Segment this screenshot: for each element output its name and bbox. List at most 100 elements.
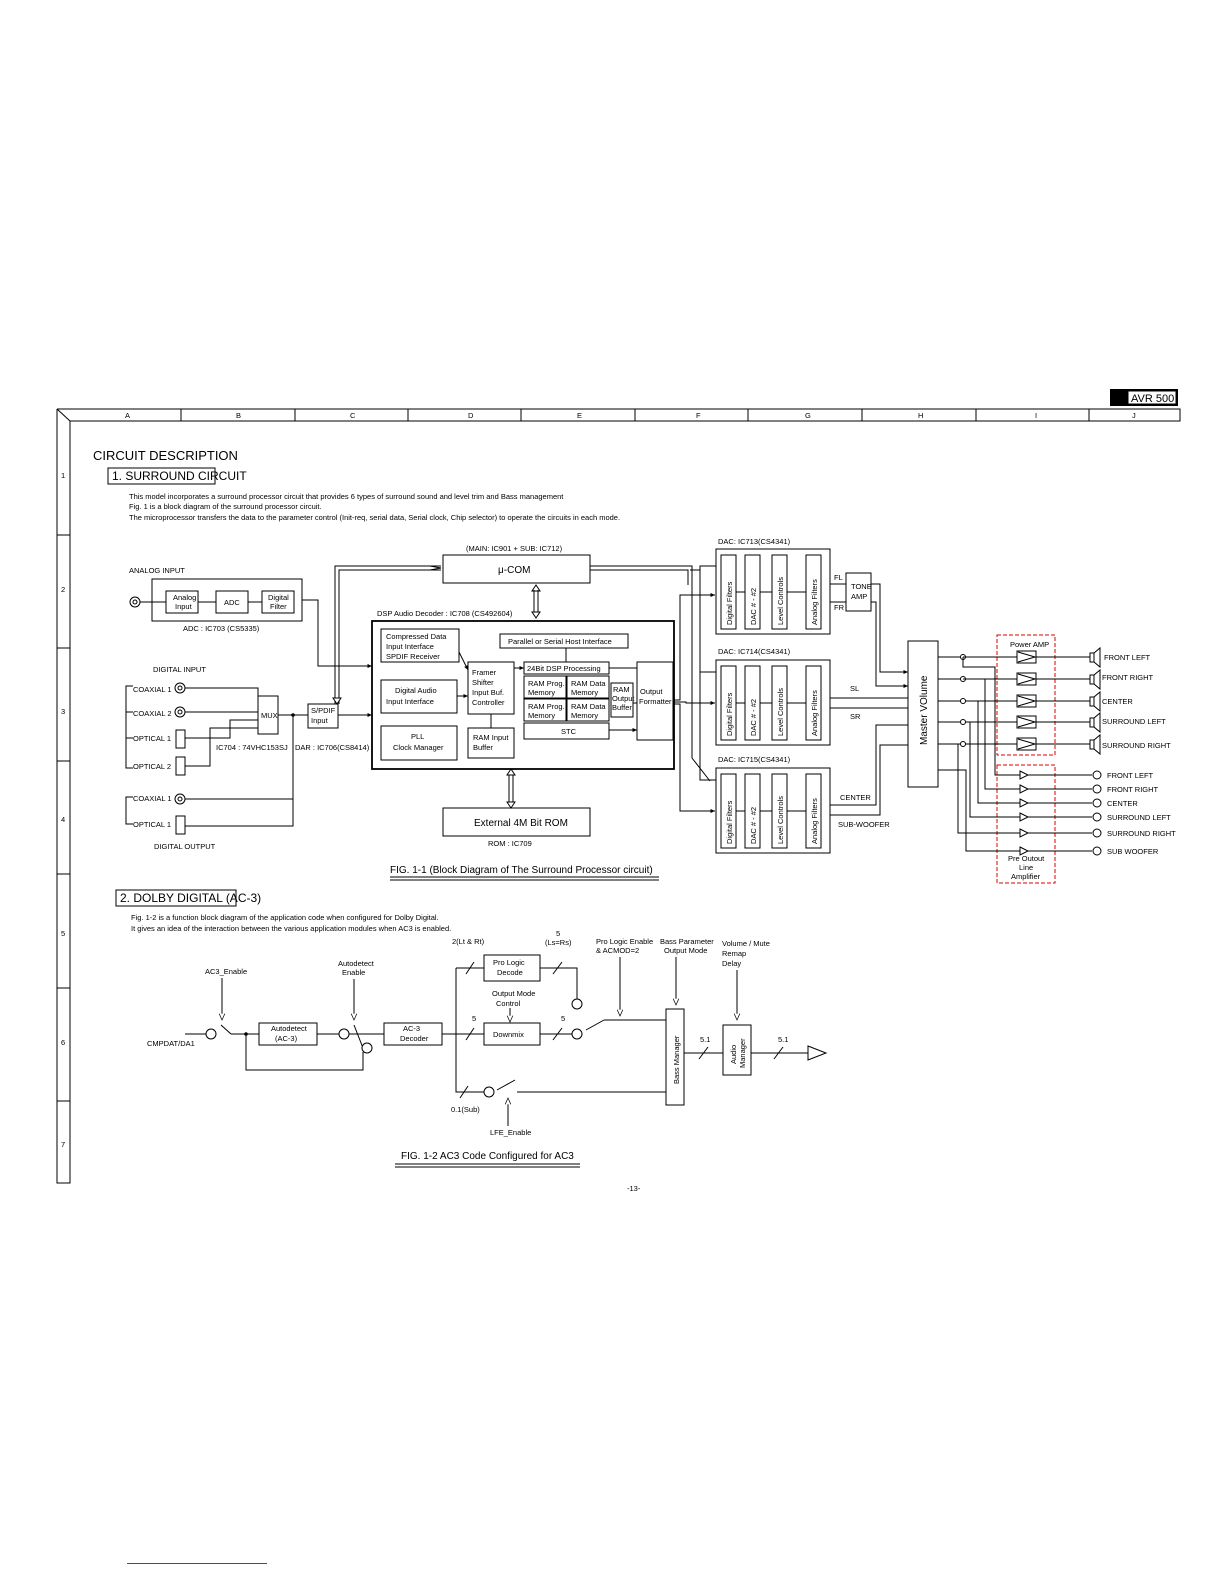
svg-text:Volume / Mute: Volume / Mute [722, 939, 770, 948]
svg-text:Input Interface: Input Interface [386, 642, 434, 651]
dac-ic713: DAC: IC713(CS4341) Digital Filters DAC #… [715, 537, 831, 635]
svg-text:(MAIN: IC901 + SUB: IC712): (MAIN: IC901 + SUB: IC712) [466, 544, 563, 553]
svg-text:SURROUND RIGHT: SURROUND RIGHT [1107, 829, 1176, 838]
col-e: E [577, 411, 582, 420]
svg-text:Analog Filters: Analog Filters [810, 579, 819, 625]
svg-text:COAXIAL 1: COAXIAL 1 [133, 685, 172, 694]
svg-text:DSP Audio Decoder : IC708 (CS4: DSP Audio Decoder : IC708 (CS492604) [377, 609, 513, 618]
svg-text:& ACMOD=2: & ACMOD=2 [596, 946, 639, 955]
svg-text:Input Interface: Input Interface [386, 697, 434, 706]
svg-text:MUX: MUX [261, 711, 278, 720]
drawing-frame: A B C D E F G H I J 1 2 3 4 5 6 7 [56, 408, 1181, 1184]
pro-logic-block [483, 954, 541, 982]
svg-text:Decode: Decode [497, 968, 523, 977]
fig1-caption: FIG. 1-1 (Block Diagram of The Surround … [390, 865, 653, 876]
s2-para-2: It gives an idea of the interaction betw… [131, 924, 451, 933]
svg-text:Memory: Memory [571, 711, 598, 720]
spdif-input-block [307, 703, 339, 729]
page-number: -13- [627, 1184, 641, 1193]
col-a: A [125, 411, 130, 420]
col-b: B [236, 411, 241, 420]
svg-text:Manager: Manager [738, 1038, 747, 1068]
svg-text:External 4M Bit ROM: External 4M Bit ROM [474, 818, 568, 829]
svg-text:Level Controls: Level Controls [776, 577, 785, 625]
svg-text:DAC # - #2: DAC # - #2 [749, 807, 758, 844]
svg-text:IC704 : 74VHC153SJ: IC704 : 74VHC153SJ [216, 743, 288, 752]
svg-text:Framer: Framer [472, 668, 497, 677]
row-4: 4 [61, 815, 65, 824]
svg-text:FR: FR [834, 603, 845, 612]
svg-text:Pro Logic Enable: Pro Logic Enable [596, 937, 653, 946]
svg-text:Memory: Memory [571, 688, 598, 697]
col-i: I [1035, 411, 1037, 420]
svg-text:Level Controls: Level Controls [776, 796, 785, 844]
pll-block [380, 725, 458, 761]
svg-text:ADC: ADC [224, 598, 240, 607]
s2-para-1: Fig. 1-2 is a function block diagram of … [131, 913, 439, 922]
svg-text:Line: Line [1019, 863, 1033, 872]
svg-text:DAC: IC714(CS4341): DAC: IC714(CS4341) [718, 647, 791, 656]
pre-out-dashed-box [996, 764, 1056, 884]
svg-text:5: 5 [556, 929, 560, 938]
svg-text:SUB-WOOFER: SUB-WOOFER [838, 820, 890, 829]
s1-para-3: The microprocessor transfers the data to… [129, 513, 620, 522]
svg-text:(AC-3): (AC-3) [275, 1034, 298, 1043]
svg-text:Pro Logic: Pro Logic [493, 958, 525, 967]
svg-text:Output Mode: Output Mode [664, 946, 707, 955]
col-f: F [696, 411, 701, 420]
svg-text:Digital Filters: Digital Filters [725, 692, 734, 736]
svg-text:Input: Input [311, 716, 329, 725]
svg-text:Controller: Controller [472, 698, 505, 707]
svg-text:Input: Input [175, 602, 193, 611]
svg-text:SURROUND LEFT: SURROUND LEFT [1102, 717, 1166, 726]
svg-text:Compressed Data: Compressed Data [386, 632, 447, 641]
svg-text:DAC # - #2: DAC # - #2 [749, 699, 758, 736]
svg-text:ADC : IC703 (CS5335): ADC : IC703 (CS5335) [183, 624, 260, 633]
svg-text:STC: STC [561, 727, 577, 736]
svg-text:CENTER: CENTER [840, 793, 871, 802]
svg-text:Decoder: Decoder [400, 1034, 429, 1043]
svg-text:0.1(Sub): 0.1(Sub) [451, 1105, 480, 1114]
svg-text:Enable: Enable [342, 968, 365, 977]
svg-text:CENTER: CENTER [1102, 697, 1133, 706]
fig2-caption: FIG. 1-2 AC3 Code Configured for AC3 [401, 1151, 574, 1162]
svg-text:Bass Parameter: Bass Parameter [660, 937, 714, 946]
ram-input-buffer [467, 727, 515, 759]
svg-text:2(Lt & Rt): 2(Lt & Rt) [452, 937, 485, 946]
svg-text:AC-3: AC-3 [403, 1024, 420, 1033]
svg-text:Output Mode: Output Mode [492, 989, 535, 998]
svg-text:FL: FL [834, 573, 843, 582]
svg-text:Master VOlume: Master VOlume [919, 675, 930, 745]
svg-text:Amplifier: Amplifier [1011, 872, 1041, 881]
col-d: D [468, 411, 474, 420]
svg-text:Autodetect: Autodetect [271, 1024, 308, 1033]
ram-output-buffer [610, 682, 634, 718]
svg-text:RAM Prog.: RAM Prog. [528, 702, 565, 711]
svg-text:Shifter: Shifter [472, 678, 494, 687]
svg-text:Output: Output [612, 694, 635, 703]
svg-text:Analog Filters: Analog Filters [810, 690, 819, 736]
col-c: C [350, 411, 356, 420]
bass-manager-block [665, 1008, 685, 1106]
svg-text:Analog Filters: Analog Filters [810, 798, 819, 844]
svg-text:Digital: Digital [268, 593, 289, 602]
tone-amp-block [845, 572, 872, 612]
master-volume-block [907, 640, 939, 788]
svg-text:Digital Filters: Digital Filters [725, 581, 734, 625]
svg-text:LFE_Enable: LFE_Enable [490, 1128, 531, 1137]
svg-text:FRONT RIGHT: FRONT RIGHT [1107, 785, 1159, 794]
footer-link-rule [127, 1563, 267, 1564]
svg-text:DAC # - #2: DAC # - #2 [749, 588, 758, 625]
digital-filter-block [261, 590, 295, 614]
row-3: 3 [61, 707, 65, 716]
svg-text:AC3_Enable: AC3_Enable [205, 967, 247, 976]
svg-text:ROM : IC709: ROM : IC709 [488, 839, 532, 848]
svg-text:FRONT LEFT: FRONT LEFT [1104, 653, 1151, 662]
section-title: CIRCUIT DESCRIPTION [93, 448, 238, 463]
svg-text:Analog: Analog [173, 593, 196, 602]
svg-text:Audio: Audio [729, 1045, 738, 1064]
svg-text:Autodetect: Autodetect [338, 959, 375, 968]
output-formatter [636, 661, 674, 741]
